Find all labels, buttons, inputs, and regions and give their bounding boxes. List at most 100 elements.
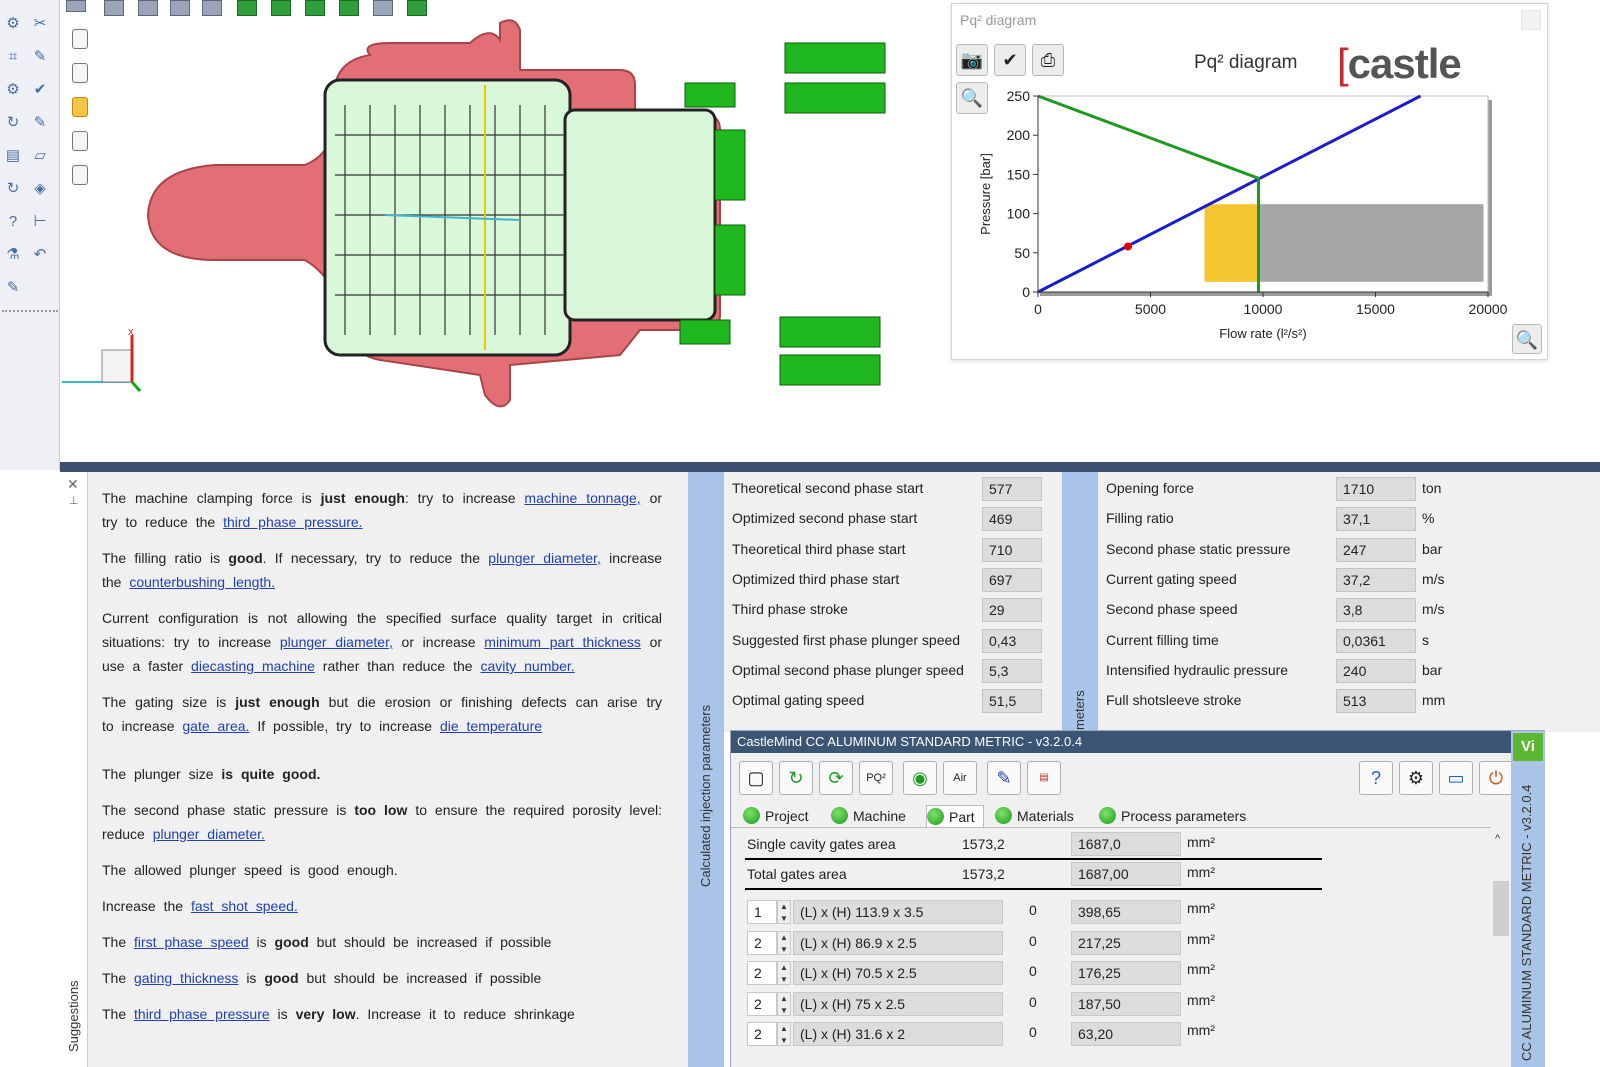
- minimum-part-thickness-link[interactable]: minimum part thickness: [484, 634, 641, 650]
- undo-icon[interactable]: ↶: [33, 246, 47, 263]
- fast-shot-speed-link[interactable]: fast shot speed.: [190, 898, 298, 914]
- vertical-scrollbar[interactable]: ^: [1491, 831, 1511, 1067]
- quantity-stepper[interactable]: ▲▼: [777, 961, 791, 985]
- tool-icon-9[interactable]: ▤: [5, 147, 21, 164]
- tool-icon-2[interactable]: ✂: [33, 15, 47, 32]
- quantity-stepper[interactable]: ▲▼: [777, 930, 791, 955]
- first-phase-speed-link[interactable]: first phase speed: [134, 934, 249, 950]
- gate-area-field[interactable]: 63,20: [1071, 1022, 1181, 1046]
- tab-part[interactable]: Part: [926, 805, 984, 827]
- report-icon[interactable]: ▤: [1027, 761, 1061, 795]
- gear-icon[interactable]: ⚙: [1399, 761, 1433, 795]
- calc-side-tab[interactable]: Calculated injection parameters: [688, 472, 724, 1067]
- tool-icon-15[interactable]: ⚗: [6, 246, 20, 263]
- die-temperature-link[interactable]: die temperature: [439, 718, 543, 734]
- pq-chart-icon[interactable]: PQ²: [859, 761, 893, 795]
- gate-dimension-field[interactable]: (L) x (H) 70.5 x 2.5: [793, 961, 1003, 985]
- tool-icon-1[interactable]: ⚙: [6, 15, 20, 32]
- view-cube-icon-6[interactable]: [373, 0, 393, 16]
- cylinder-icon-1[interactable]: [72, 29, 88, 49]
- recycle-icon[interactable]: ⟳: [819, 761, 853, 795]
- tool-icon-13[interactable]: ?: [8, 213, 18, 230]
- tool-icon-4[interactable]: ✎: [33, 48, 47, 65]
- new-file-icon[interactable]: ▢: [739, 761, 773, 795]
- monitor-icon[interactable]: ▭: [1439, 761, 1473, 795]
- gate-dimension-field[interactable]: (L) x (H) 113.9 x 3.5: [793, 900, 1003, 924]
- gates-area-field[interactable]: 1687,00: [1071, 862, 1181, 886]
- view-cube-icon-4[interactable]: [305, 0, 325, 16]
- view-icon-2[interactable]: [138, 0, 158, 16]
- pq-close-button[interactable]: [1521, 10, 1541, 30]
- gate-dimension-field[interactable]: (L) x (H) 31.6 x 2: [793, 1022, 1003, 1046]
- 3d-model-viewport[interactable]: [140, 15, 910, 425]
- tool-icon-14[interactable]: ⊢: [33, 213, 47, 230]
- tool-icon-6[interactable]: ✔: [33, 81, 47, 98]
- param-value-field[interactable]: 1710: [1336, 477, 1416, 501]
- gate-area-field[interactable]: 187,50: [1071, 991, 1181, 1016]
- param-value-field[interactable]: 37,1: [1336, 507, 1416, 532]
- gate-area-field[interactable]: 176,25: [1071, 961, 1181, 985]
- tool-icon-5[interactable]: ⚙: [6, 81, 20, 98]
- plunger-diameter-link[interactable]: plunger diameter,: [279, 634, 393, 650]
- cylinder-icon-4[interactable]: [72, 131, 88, 151]
- tool-icon-7[interactable]: ↻: [6, 114, 20, 131]
- quantity-stepper[interactable]: ▲▼: [777, 991, 791, 1016]
- air-chart-icon[interactable]: Air: [943, 761, 977, 795]
- params-side-tab[interactable]: meters: [1062, 472, 1098, 732]
- param-value-field[interactable]: 240: [1336, 658, 1416, 683]
- sync-icon[interactable]: ◉: [903, 761, 937, 795]
- third-phase-pressure-link[interactable]: third phase pressure: [134, 1006, 270, 1022]
- gate-area-field[interactable]: 398,65: [1071, 900, 1181, 924]
- view-cube-icon-7[interactable]: [407, 0, 427, 16]
- cavity-number-link[interactable]: cavity number.: [480, 658, 575, 674]
- camera-icon[interactable]: 📷: [956, 44, 988, 76]
- param-value-field[interactable]: 247: [1336, 537, 1416, 562]
- param-value-field[interactable]: 0,0361: [1336, 628, 1416, 653]
- view-cube-icon-1[interactable]: [202, 0, 222, 16]
- gate-dimension-field[interactable]: (L) x (H) 75 x 2.5: [793, 991, 1003, 1016]
- tool-icon-11[interactable]: ↻: [6, 180, 20, 197]
- gating-thickness-link[interactable]: gating thickness: [134, 970, 239, 986]
- param-value-field[interactable]: 513: [1336, 689, 1416, 714]
- view-cube-icon-5[interactable]: [339, 0, 359, 16]
- zoom-icon[interactable]: 🔍: [956, 82, 988, 114]
- param-value-field[interactable]: 3,8: [1336, 598, 1416, 623]
- param-value-field[interactable]: 37,2: [1336, 567, 1416, 592]
- help-icon[interactable]: ?: [1359, 761, 1393, 795]
- checklist-icon[interactable]: ✔: [994, 44, 1026, 76]
- menu-icon[interactable]: [66, 0, 86, 12]
- tool-icon-8[interactable]: ✎: [33, 114, 47, 131]
- tab-project[interactable]: Project: [743, 805, 809, 827]
- power-icon[interactable]: ⏻: [1479, 761, 1513, 795]
- pin-icon[interactable]: ⊥: [69, 495, 79, 507]
- quantity-field[interactable]: 2: [747, 991, 777, 1016]
- quantity-field[interactable]: 2: [747, 1022, 777, 1046]
- plunger-diameter-link[interactable]: plunger diameter.: [152, 826, 265, 842]
- refresh-icon[interactable]: ↻: [779, 761, 813, 795]
- gate-area-link[interactable]: gate area.: [182, 718, 250, 734]
- param-value-field[interactable]: 0,43: [982, 628, 1042, 653]
- view-icon-3[interactable]: [170, 0, 190, 16]
- plunger-diameter-link[interactable]: plunger diameter,: [488, 550, 601, 566]
- param-value-field[interactable]: 5,3: [982, 658, 1042, 683]
- view-icon-1[interactable]: [104, 0, 124, 16]
- param-value-field[interactable]: 469: [982, 507, 1042, 532]
- gate-dimension-field[interactable]: (L) x (H) 86.9 x 2.5: [793, 930, 1003, 955]
- param-value-field[interactable]: 51,5: [982, 689, 1042, 714]
- edit-icon[interactable]: ✎: [987, 761, 1021, 795]
- gates-area-field[interactable]: 1687,0: [1071, 832, 1181, 856]
- param-value-field[interactable]: 29: [982, 598, 1042, 623]
- quantity-field[interactable]: 1: [747, 900, 777, 924]
- cylinder-icon-3[interactable]: [72, 97, 88, 117]
- quantity-field[interactable]: 2: [747, 930, 777, 955]
- close-icon[interactable]: ✕: [67, 476, 79, 492]
- cylinder-icon-2[interactable]: [72, 63, 88, 83]
- cylinder-icon-5[interactable]: [72, 165, 88, 185]
- quantity-stepper[interactable]: ▲▼: [777, 1022, 791, 1046]
- tab-process-parameters[interactable]: Process parameters: [1099, 805, 1246, 827]
- zoom-icon-bottom[interactable]: 🔍: [1512, 324, 1542, 354]
- param-value-field[interactable]: 577: [982, 477, 1042, 501]
- tool-icon-3[interactable]: ⌗: [8, 48, 18, 65]
- cube-icon[interactable]: ◈: [34, 180, 46, 197]
- print-icon[interactable]: ⎙: [1032, 44, 1064, 76]
